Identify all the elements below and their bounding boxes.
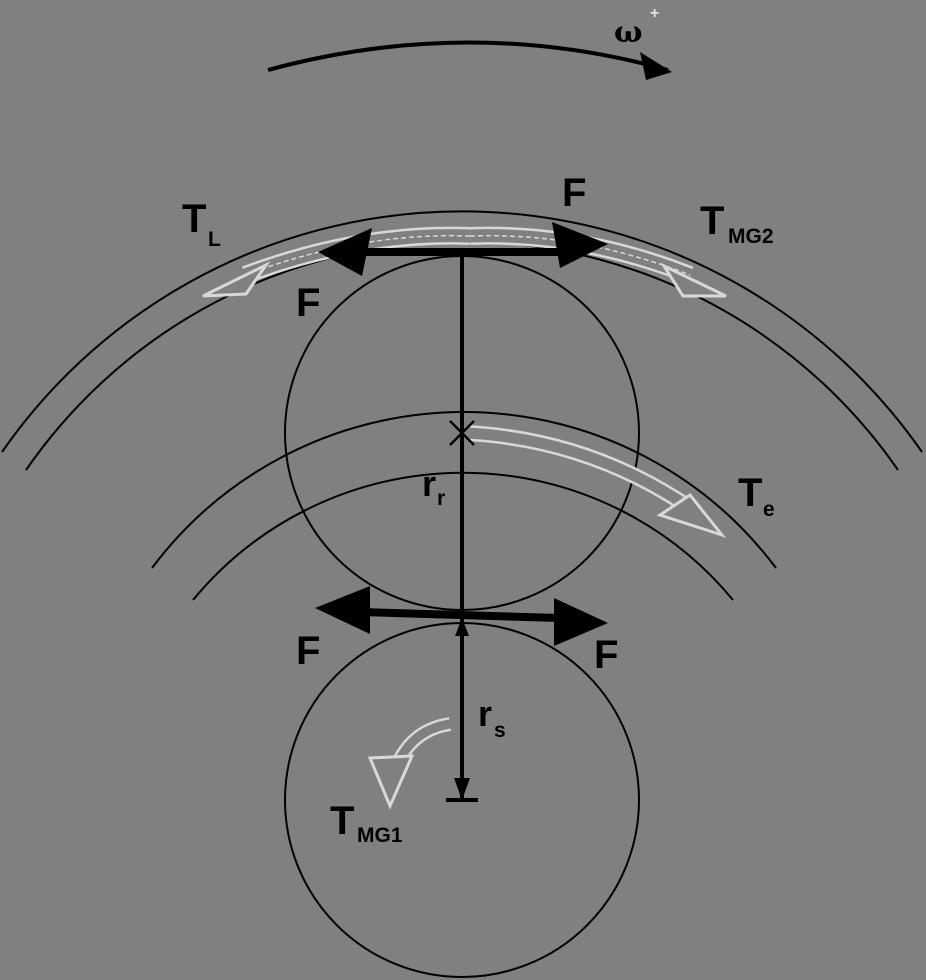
force-label-sun-left: F <box>296 629 320 673</box>
force-arrows-top <box>318 222 608 276</box>
te-torque-arrow <box>467 425 727 538</box>
force-arrow-left-top <box>318 228 372 276</box>
force-arrow-right-top <box>552 222 608 268</box>
force-arrows-bottom <box>315 586 608 646</box>
force-arrow-left-bottom <box>315 586 370 634</box>
rs-arrowhead <box>454 778 470 800</box>
force-label-ring-left: F <box>296 281 320 325</box>
force-label-ring-right: F <box>562 171 586 215</box>
tmg2-label: T MG2 <box>700 199 774 248</box>
svg-text:r: r <box>478 693 492 734</box>
tmg1-label: T MG1 <box>330 799 403 847</box>
omega-arrow <box>267 40 669 72</box>
te-label: T e <box>738 471 775 521</box>
rs-label: r s <box>478 693 506 742</box>
tl-label: T L <box>182 197 221 251</box>
svg-text:r: r <box>437 487 445 510</box>
svg-text:T: T <box>330 799 354 843</box>
omega-sign: + <box>650 5 659 22</box>
svg-text:L: L <box>208 228 221 251</box>
rr-label: r r <box>422 463 445 510</box>
svg-text:MG1: MG1 <box>357 824 403 847</box>
omega-arrowhead <box>640 52 672 80</box>
svg-text:T: T <box>738 471 762 515</box>
svg-text:MG2: MG2 <box>728 225 774 248</box>
planet-center-mark <box>449 420 475 446</box>
svg-text:T: T <box>182 197 206 241</box>
force-label-sun-right: F <box>594 633 618 677</box>
svg-text:r: r <box>422 463 436 504</box>
force-arrow-right-bottom <box>554 598 608 646</box>
svg-text:s: s <box>494 719 506 742</box>
svg-text:e: e <box>763 498 775 521</box>
ring-arc-outer <box>1 210 923 453</box>
omega-label: ω <box>614 15 643 50</box>
rr-arrowhead-up <box>455 618 469 636</box>
svg-text:T: T <box>700 199 724 243</box>
tmg1-torque-arrow <box>367 717 452 810</box>
